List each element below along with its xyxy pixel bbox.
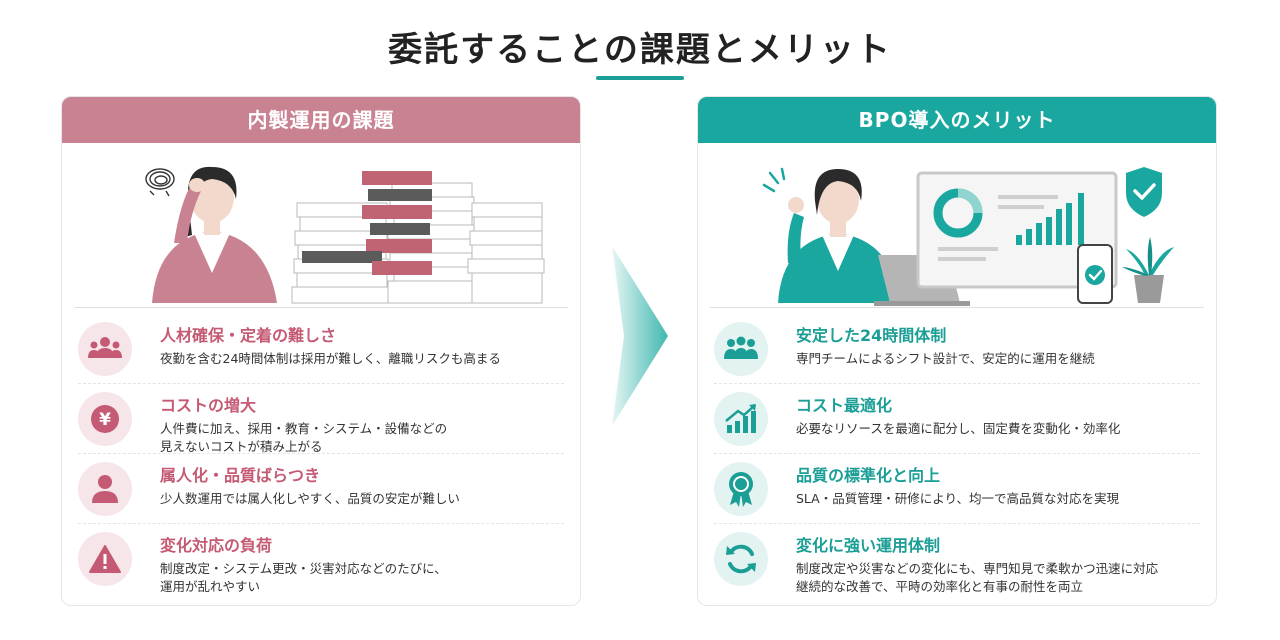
dashboard-monitor-illustration	[916, 171, 1118, 289]
shield-check-icon	[1126, 167, 1162, 217]
benefits-panel-header: BPO導入のメリット	[698, 97, 1216, 143]
benefit-title: 変化に強い運用体制	[796, 536, 941, 555]
plant-illustration	[1122, 237, 1174, 303]
growth-chart-icon	[714, 392, 768, 446]
page-title: 委託することの課題とメリット	[388, 30, 892, 70]
svg-text:¥: ¥	[99, 410, 111, 430]
challenge-title: 変化対応の負荷	[160, 536, 273, 555]
challenge-desc: 夜勤を含む24時間体制は採用が難しく、離職リスクも高まる	[160, 351, 501, 366]
person-icon	[78, 462, 132, 516]
illustration-divider	[74, 307, 568, 308]
woman-figure	[152, 166, 277, 303]
award-ribbon-icon	[714, 462, 768, 516]
benefit-desc: 制度改定や災害などの変化にも、専門知見で柔軟かつ迅速に対応	[796, 561, 1159, 576]
challenge-title: 人材確保・定着の難しさ	[160, 326, 337, 345]
benefit-desc: 専門チームによるシフト設計で、安定的に運用を継続	[796, 351, 1095, 366]
challenges-panel-header: 内製運用の課題	[62, 97, 580, 143]
benefit-item-cost: コスト最適化 必要なリソースを最適に配分し、固定費を変動化・効率化	[714, 384, 1200, 454]
challenge-item-staffing: 人材確保・定着の難しさ 夜勤を含む24時間体制は採用が難しく、離職リスクも高まる	[78, 314, 564, 384]
challenge-desc: 制度改定・システム更改・災害対応などのたびに、	[160, 561, 447, 576]
benefit-title: 安定した24時間体制	[796, 326, 947, 345]
binders-illustration	[302, 171, 432, 275]
stressed-worker-illustration	[62, 143, 580, 308]
benefits-panel: BPO導入のメリット	[697, 96, 1217, 606]
smartphone-check-icon	[1077, 244, 1113, 304]
refresh-cycle-icon	[714, 532, 768, 586]
chevron-right-icon	[612, 246, 668, 426]
challenge-item-change: 変化対応の負荷 制度改定・システム更改・災害対応などのたびに、 運用が乱れやすい	[78, 524, 564, 594]
benefit-item-quality: 品質の標準化と向上 SLA・品質管理・研修により、均一で高品質な対応を実現	[714, 454, 1200, 524]
benefit-desc: 必要なリソースを最適に配分し、固定費を変動化・効率化	[796, 421, 1121, 436]
benefit-desc-line2: 継続的な改善で、平時の効率化と有事の耐性を両立	[796, 579, 1084, 594]
benefit-desc: SLA・品質管理・研修により、均一で高品質な対応を実現	[796, 491, 1119, 506]
sparkle-icon	[762, 167, 786, 193]
benefit-item-24h: 安定した24時間体制 専門チームによるシフト設計で、安定的に運用を継続	[714, 314, 1200, 384]
warning-icon	[78, 532, 132, 586]
challenge-desc-line2: 運用が乱れやすい	[160, 579, 261, 594]
benefit-title: コスト最適化	[796, 396, 893, 415]
challenge-item-cost: ¥ コストの増大 人件費に加え、採用・教育・システム・設備などの 見えないコスト…	[78, 384, 564, 454]
challenge-title: 属人化・品質ばらつき	[160, 466, 321, 485]
challenge-title: コストの増大	[160, 396, 257, 415]
yen-coin-icon: ¥	[78, 392, 132, 446]
team-icon	[714, 322, 768, 376]
stress-scribble-icon	[145, 168, 175, 197]
woman-figure	[778, 169, 898, 303]
benefit-item-resilience: 変化に強い運用体制 制度改定や災害などの変化にも、専門知見で柔軟かつ迅速に対応 …	[714, 524, 1200, 594]
benefit-title: 品質の標準化と向上	[796, 466, 941, 485]
confident-worker-illustration	[698, 143, 1216, 308]
challenge-desc: 少人数運用では属人化しやすく、品質の安定が難しい	[160, 491, 460, 506]
illustration-divider	[710, 307, 1204, 308]
people-group-icon	[78, 322, 132, 376]
title-underline	[596, 76, 684, 80]
challenge-desc-line2: 見えないコストが積み上がる	[160, 439, 323, 454]
challenges-panel: 内製運用の課題	[61, 96, 581, 606]
challenge-desc: 人件費に加え、採用・教育・システム・設備などの	[160, 421, 448, 436]
challenge-item-quality: 属人化・品質ばらつき 少人数運用では属人化しやすく、品質の安定が難しい	[78, 454, 564, 524]
